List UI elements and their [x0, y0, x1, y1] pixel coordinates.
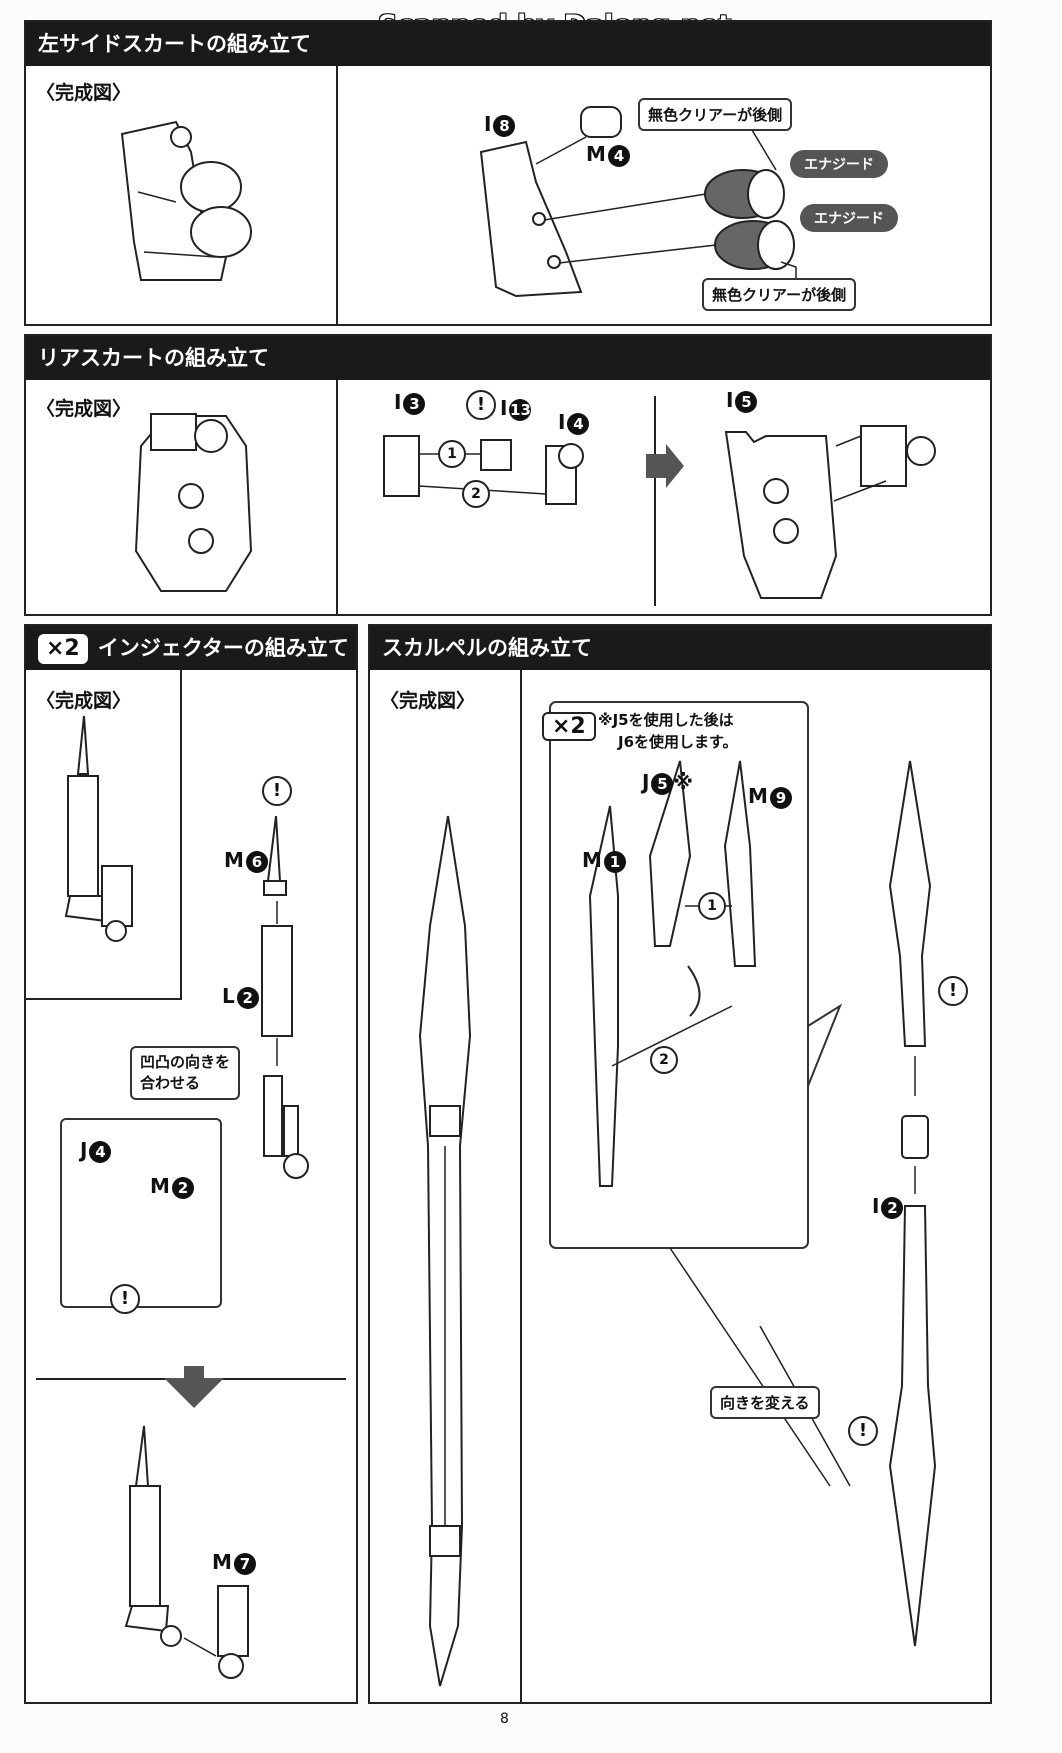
usage-note-line-1: ※J5を使用した後は: [598, 711, 734, 729]
section-title: 左サイドスカートの組み立て: [26, 22, 990, 66]
clear-back-callout-top: 無色クリアーが後側: [638, 98, 793, 131]
section-title-text: インジェクターの組み立て: [97, 636, 349, 660]
completed-label: 〈完成図〉: [36, 82, 132, 104]
part-prefix: M: [150, 1174, 170, 1198]
divider: [26, 998, 182, 1000]
divider: [180, 670, 182, 998]
divider: [336, 380, 338, 616]
part-prefix: M: [582, 848, 602, 872]
left-skirt-completed-drawing: [120, 120, 252, 281]
left-skirt-exploded-drawing: [479, 106, 797, 298]
section-title: リアスカートの組み立て: [26, 336, 990, 380]
part-number: 4: [89, 1140, 112, 1163]
clear-back-callout-bottom: 無色クリアーが後側: [702, 278, 857, 311]
completed-label: 〈完成図〉: [36, 690, 132, 712]
divider: [654, 396, 656, 606]
rear-skirt-completed-drawing: [134, 413, 936, 599]
page-number: 8: [500, 1711, 509, 1727]
part-number: 13: [509, 398, 532, 421]
part-number: 7: [233, 1552, 256, 1575]
part-number: 4: [607, 144, 630, 167]
multiplier-badge: ×2: [38, 634, 88, 664]
injector-detail-inset: [60, 1118, 222, 1308]
part-prefix: J: [80, 1138, 88, 1162]
warning-icon: !: [938, 976, 968, 1006]
part-prefix: I: [394, 390, 402, 414]
completed-label: 〈完成図〉: [380, 690, 476, 712]
warning-icon: !: [110, 1284, 140, 1314]
step-2-marker: 2: [650, 1046, 678, 1074]
part-prefix: I: [484, 112, 492, 136]
part-suffix: ※: [673, 770, 693, 794]
part-number: 3: [403, 392, 426, 415]
part-number: 4: [567, 412, 590, 435]
step-1-marker: 1: [438, 440, 466, 468]
part-prefix: L: [222, 984, 235, 1008]
part-number: 2: [881, 1196, 904, 1219]
section-title: スカルペルの組み立て: [370, 626, 990, 670]
step-1-marker: 1: [698, 892, 726, 920]
part-prefix: M: [748, 784, 768, 808]
part-prefix: I: [500, 396, 508, 420]
align-callout: 凹凸の向きを 合わせる: [130, 1046, 241, 1100]
section-title: ×2 インジェクターの組み立て: [26, 626, 356, 670]
part-number: 5: [651, 772, 674, 795]
part-prefix: I: [558, 410, 566, 434]
scalpel-panel: スカルペルの組み立て 〈完成図〉 ×2 ※J5を使用した後は J6を使用します。…: [368, 624, 992, 1704]
part-number: 9: [769, 786, 792, 809]
part-prefix: M: [586, 142, 606, 166]
injector-panel: ×2 インジェクターの組み立て 〈完成図〉 !: [24, 624, 358, 1704]
divider: [336, 66, 338, 326]
warning-icon: !: [848, 1416, 878, 1446]
part-number: 5: [735, 390, 758, 413]
part-number: 6: [245, 850, 268, 873]
multiplier-badge: ×2: [542, 712, 596, 741]
part-prefix: M: [224, 848, 244, 872]
warning-icon: !: [262, 776, 292, 806]
step-2-marker: 2: [462, 480, 490, 508]
part-prefix: J: [642, 770, 650, 794]
part-prefix: M: [212, 1550, 232, 1574]
part-number: 2: [236, 986, 259, 1009]
warning-icon: !: [466, 390, 496, 420]
part-prefix: I: [872, 1194, 880, 1218]
part-number: 1: [603, 850, 626, 873]
divider: [520, 670, 522, 1704]
change-direction-callout: 向きを変える: [710, 1386, 820, 1419]
part-number: 2: [171, 1176, 194, 1199]
part-number: 8: [493, 114, 516, 137]
energy-label-1: エナジード: [790, 150, 888, 178]
energy-label-2: エナジード: [800, 204, 898, 232]
part-prefix: I: [726, 388, 734, 412]
scalpel-drawings: [418, 701, 937, 1687]
usage-note-line-2: J6を使用します。: [618, 733, 738, 751]
completed-label: 〈完成図〉: [36, 398, 132, 420]
